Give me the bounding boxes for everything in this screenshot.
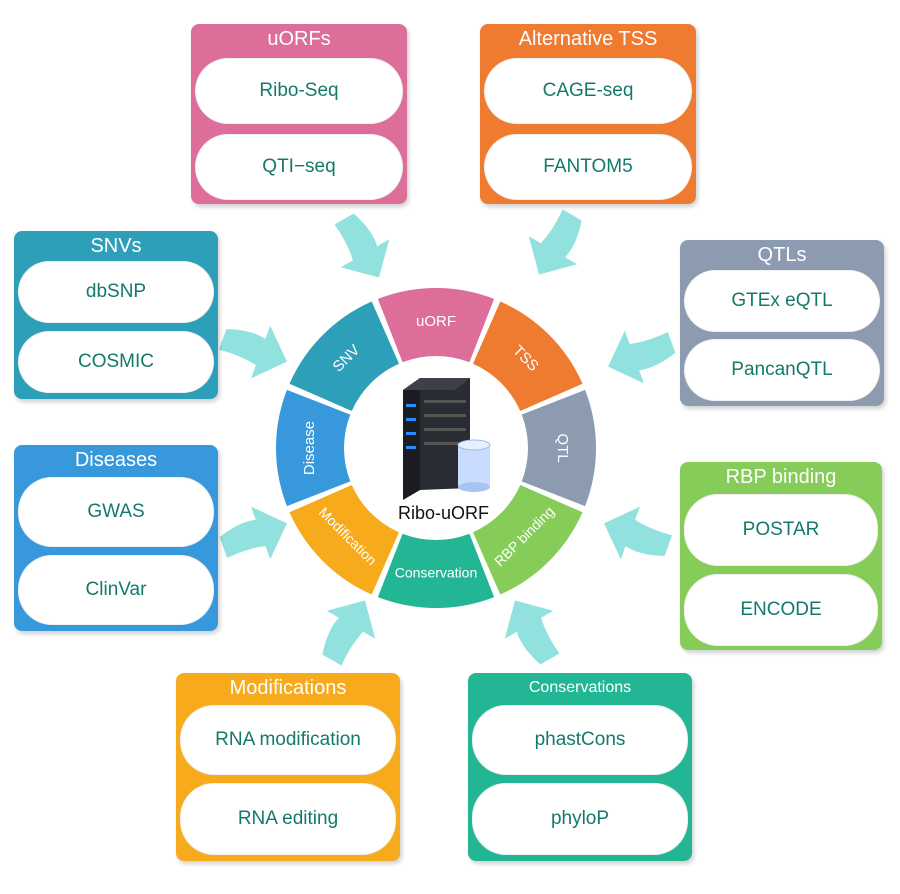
card-diseases-title: Diseases bbox=[74, 449, 158, 471]
card-snvs-title: SNVs bbox=[90, 235, 142, 257]
ring-segment-snv[interactable] bbox=[289, 301, 400, 412]
arrow-from-snvs bbox=[218, 325, 287, 379]
pill-cosmic[interactable]: COSMIC bbox=[18, 331, 214, 393]
ring-segment-modification[interactable] bbox=[289, 484, 400, 595]
ring-label-uorf: uORF bbox=[416, 313, 456, 330]
center-label: Ribo-uORF bbox=[398, 503, 490, 523]
arrow-from-diseases bbox=[219, 506, 287, 560]
pill-fantom5[interactable]: FANTOM5 bbox=[484, 134, 692, 200]
pill-dbsnp[interactable]: dbSNP bbox=[18, 261, 214, 323]
card-rbp-binding: RBP binding POSTAR ENCODE bbox=[680, 462, 882, 650]
card-conservations: Conservations phastCons phyloP bbox=[468, 673, 692, 861]
card-rbp-title: RBP binding bbox=[725, 466, 837, 488]
arrow-from-modifications bbox=[322, 600, 376, 666]
ring-segment-qtl[interactable] bbox=[521, 389, 597, 507]
card-alternative-tss: Alternative TSS CAGE-seq FANTOM5 bbox=[480, 24, 696, 204]
ring-segment-rbp-binding[interactable] bbox=[472, 484, 583, 595]
pill-phastcons[interactable]: phastCons bbox=[472, 705, 688, 775]
ring-segment-disease[interactable] bbox=[275, 389, 351, 507]
database-server-icon bbox=[403, 378, 491, 500]
arrow-from-qtls bbox=[608, 330, 676, 384]
pill-qti-seq[interactable]: QTI−seq bbox=[195, 134, 403, 200]
card-uorfs: uORFs Ribo-Seq QTI−seq bbox=[191, 24, 407, 204]
pill-gtex-eqtl[interactable]: GTEx eQTL bbox=[684, 270, 880, 332]
arrow-from-tss bbox=[528, 209, 582, 275]
pill-rna-editing[interactable]: RNA editing bbox=[180, 783, 396, 855]
pill-phylop[interactable]: phyloP bbox=[472, 783, 688, 855]
pill-clinvar[interactable]: ClinVar bbox=[18, 555, 214, 625]
pill-cage-seq[interactable]: CAGE-seq bbox=[484, 58, 692, 124]
ring-label-qtl: QTL bbox=[554, 433, 571, 462]
pill-encode[interactable]: ENCODE bbox=[684, 574, 878, 646]
card-modifications: Modifications RNA modification RNA editi… bbox=[176, 673, 400, 861]
ring-label-disease: Disease bbox=[301, 421, 318, 475]
ring-segment-tss[interactable] bbox=[472, 301, 583, 412]
ring-segment-uorf[interactable] bbox=[377, 288, 495, 363]
pill-ribo-seq[interactable]: Ribo-Seq bbox=[195, 58, 403, 124]
pill-gwas[interactable]: GWAS bbox=[18, 477, 214, 547]
card-qtls: QTLs GTEx eQTL PancanQTL bbox=[680, 240, 884, 406]
pill-rna-modification[interactable]: RNA modification bbox=[180, 705, 396, 775]
pill-postar[interactable]: POSTAR bbox=[684, 494, 878, 566]
card-diseases: Diseases GWAS ClinVar bbox=[14, 445, 218, 631]
arrow-from-uorfs bbox=[334, 213, 390, 278]
arrows-layer bbox=[218, 209, 676, 666]
card-tss-title: Alternative TSS bbox=[518, 28, 658, 50]
card-modifications-title: Modifications bbox=[229, 677, 347, 699]
arrow-from-conservations bbox=[504, 600, 560, 665]
card-snvs: SNVs dbSNP COSMIC bbox=[14, 231, 218, 399]
pill-pancanqtl[interactable]: PancanQTL bbox=[684, 339, 880, 401]
card-qtls-title: QTLs bbox=[757, 244, 807, 266]
arrow-from-rbp bbox=[604, 506, 673, 560]
card-uorfs-title: uORFs bbox=[267, 28, 331, 50]
ring-segment-conservation[interactable] bbox=[377, 533, 495, 608]
card-conservations-title: Conservations bbox=[528, 679, 632, 696]
ring-label-conservation: Conservation bbox=[395, 565, 478, 581]
